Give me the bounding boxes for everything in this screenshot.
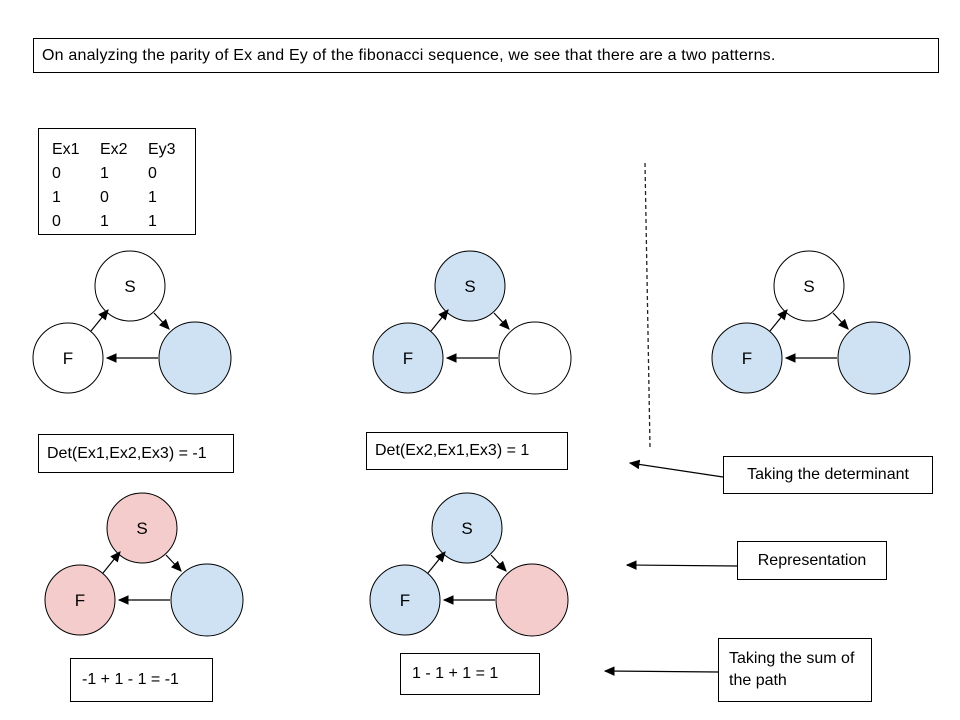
edge-s-to-third [490, 554, 507, 572]
edge-f-to-s [430, 309, 449, 332]
node-f-label: F [403, 349, 413, 368]
det-label-2-text: Det(Ex2,Ex1,Ex3) = 1 [375, 442, 530, 459]
sum-label-1: -1 + 1 - 1 = -1 [70, 658, 213, 702]
table-header: Ey3 [148, 141, 176, 158]
node-f-label: F [742, 349, 752, 368]
node-s [106, 492, 178, 564]
node-f [711, 322, 783, 394]
annotation-determinant-text: Taking the determinant [747, 466, 909, 483]
node-s-label: S [803, 277, 814, 296]
node-s [431, 492, 503, 564]
page-title: On analyzing the parity of Ex and Ey of … [42, 46, 776, 64]
node-f [372, 322, 444, 394]
node-third [158, 321, 232, 395]
table-cell: 1 [148, 213, 157, 230]
edge-s-to-third [165, 554, 182, 572]
table-row: 0 1 0 [52, 162, 195, 186]
node-s-label: S [136, 519, 147, 538]
node-s [773, 250, 845, 322]
arrow-representation [625, 560, 738, 570]
table-cell: 1 [52, 189, 61, 206]
table-header-row: Ex1 Ex2 Ey3 [52, 138, 195, 162]
annotation-sum-text: Taking the sum of the path [729, 650, 855, 689]
table-cell: 1 [148, 189, 157, 206]
table-cell: 1 [100, 213, 109, 230]
graph-sum-pattern-2: S F [369, 492, 569, 637]
annotation-representation-text: Representation [757, 551, 867, 569]
edge-s-to-third [493, 312, 510, 330]
table-cell: 1 [100, 165, 109, 182]
edge-f-to-s [102, 551, 121, 574]
annotation-sum: Taking the sum of the path [718, 638, 872, 702]
sum-label-2-text: 1 - 1 + 1 = 1 [412, 665, 499, 682]
node-third [498, 321, 572, 395]
node-third [495, 563, 569, 637]
node-s [94, 250, 166, 322]
node-f-label: F [63, 349, 73, 368]
graph-right-pattern: S F [711, 250, 911, 395]
node-s-label: S [124, 277, 135, 296]
graph-det-pattern-1: S F [32, 250, 232, 395]
node-f-label: F [75, 591, 85, 610]
dashed-divider-line [644, 162, 651, 448]
annotation-representation: Representation [737, 541, 887, 580]
edge-s-to-third [153, 312, 170, 330]
parity-table: Ex1 Ex2 Ey3 0 1 0 1 0 1 0 1 1 [38, 128, 196, 235]
table-row: 0 1 1 [52, 210, 195, 234]
table-cell: 0 [100, 189, 109, 206]
node-s-label: S [464, 277, 475, 296]
table-row: 1 0 1 [52, 186, 195, 210]
graph-sum-pattern-1: S F [44, 492, 244, 637]
node-f [44, 564, 116, 636]
node-s-label: S [461, 519, 472, 538]
arrow-sum [603, 666, 719, 676]
edge-f-to-s [769, 309, 788, 332]
title-box: On analyzing the parity of Ex and Ey of … [33, 38, 939, 73]
det-label-1: Det(Ex1,Ex2,Ex3) = -1 [38, 434, 234, 473]
table-cell: 0 [148, 165, 157, 182]
table-cell: 0 [52, 213, 61, 230]
sum-label-1-text: -1 + 1 - 1 = -1 [82, 671, 179, 688]
arrow-determinant [628, 459, 724, 478]
edge-s-to-third [832, 312, 849, 330]
node-f-label: F [400, 591, 410, 610]
node-third [837, 321, 911, 395]
edge-f-to-s [427, 551, 446, 574]
table-cell: 0 [52, 165, 61, 182]
node-third [170, 563, 244, 637]
node-s [434, 250, 506, 322]
edge-f-to-s [90, 309, 109, 332]
det-label-1-text: Det(Ex1,Ex2,Ex3) = -1 [47, 444, 207, 462]
table-header: Ex1 [52, 141, 80, 158]
node-f [32, 322, 104, 394]
sum-label-2: 1 - 1 + 1 = 1 [400, 653, 540, 695]
table-header: Ex2 [100, 141, 128, 158]
det-label-2: Det(Ex2,Ex1,Ex3) = 1 [366, 432, 568, 470]
annotation-determinant: Taking the determinant [723, 456, 933, 494]
node-f [369, 564, 441, 636]
graph-det-pattern-2: S F [372, 250, 572, 395]
